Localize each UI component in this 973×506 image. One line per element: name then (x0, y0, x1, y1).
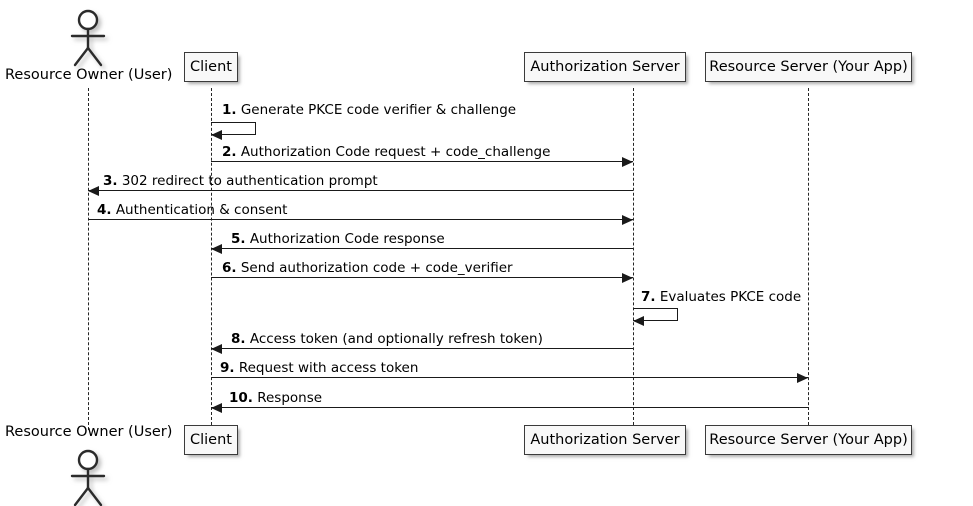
message-label-9: 9. Request with access token (220, 360, 419, 376)
lifeline-client (211, 88, 212, 430)
message-arrowhead-8 (211, 344, 222, 354)
message-label-8: 8. Access token (and optionally refresh … (231, 331, 543, 347)
message-label-3: 3. 302 redirect to authentication prompt (103, 173, 378, 189)
message-arrowhead-3 (88, 186, 99, 196)
participant-box-authserver-foot[interactable]: Authorization Server (524, 425, 686, 455)
message-label-2: 2. Authorization Code request + code_cha… (222, 144, 551, 160)
message-arrowhead-4 (622, 215, 633, 225)
participant-box-resserver-foot[interactable]: Resource Server (Your App) (705, 425, 912, 455)
message-arrowhead-1 (211, 130, 222, 140)
lifeline-authserver (633, 88, 634, 430)
participant-box-client-foot[interactable]: Client (184, 425, 238, 455)
message-line-3 (88, 190, 633, 191)
actor-user-foot (66, 448, 110, 506)
message-arrowhead-6 (622, 273, 633, 283)
message-line-8 (211, 348, 633, 349)
message-selfloop-1 (211, 122, 256, 135)
message-label-4: 4. Authentication & consent (97, 202, 288, 218)
message-arrowhead-10 (211, 403, 222, 413)
message-line-10 (211, 407, 808, 408)
message-label-6: 6. Send authorization code + code_verifi… (222, 260, 513, 276)
message-arrowhead-7 (633, 316, 644, 326)
message-line-2 (211, 161, 633, 162)
participant-box-resserver-head[interactable]: Resource Server (Your App) (705, 52, 912, 82)
message-selfloop-7 (633, 308, 678, 321)
message-line-4 (88, 219, 633, 220)
lifeline-user (88, 88, 89, 430)
actor-label-user-head: Resource Owner (User) (5, 67, 173, 83)
message-label-1: 1. Generate PKCE code verifier & challen… (222, 102, 517, 118)
message-arrowhead-2 (622, 157, 633, 167)
actor-user-head (66, 8, 110, 67)
message-label-5: 5. Authorization Code response (231, 231, 445, 247)
participant-box-authserver-head[interactable]: Authorization Server (524, 52, 686, 82)
message-arrowhead-5 (211, 244, 222, 254)
participant-box-client-head[interactable]: Client (184, 52, 238, 82)
message-arrowhead-9 (797, 373, 808, 383)
message-line-6 (211, 277, 633, 278)
actor-label-user-foot: Resource Owner (User) (5, 424, 173, 440)
message-label-10: 10. Response (229, 390, 323, 406)
message-line-9 (211, 377, 808, 378)
message-line-5 (211, 248, 633, 249)
lifeline-resserver (808, 88, 809, 430)
message-label-7: 7. Evaluates PKCE code (641, 289, 802, 305)
